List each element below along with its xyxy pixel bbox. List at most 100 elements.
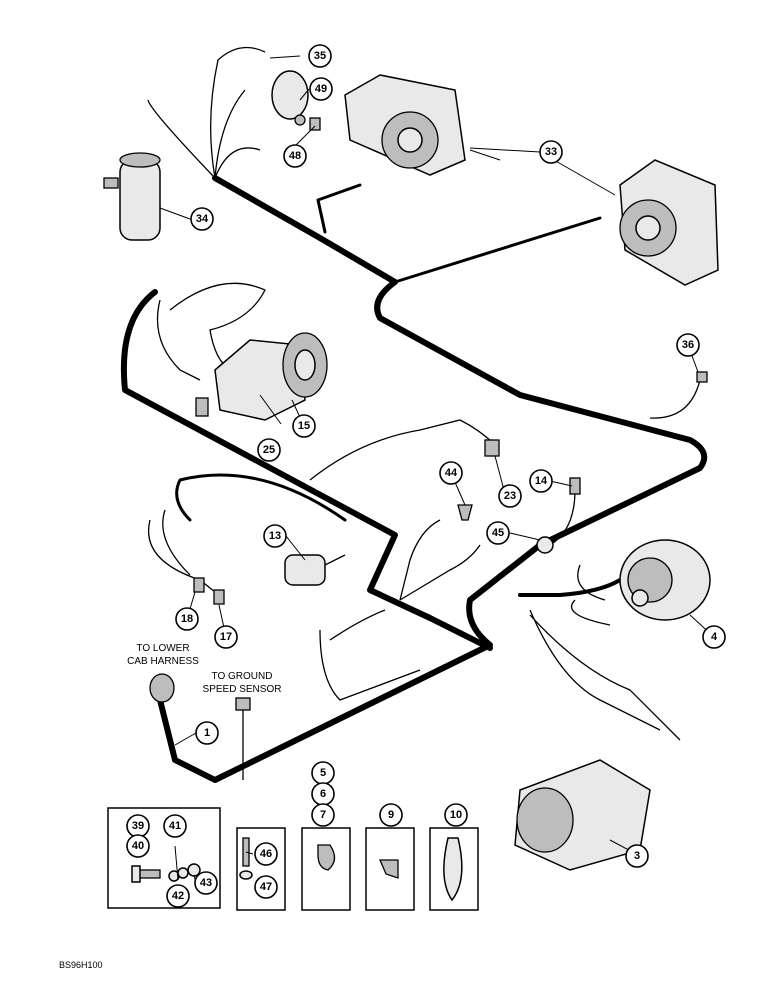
- svg-text:5: 5: [320, 767, 326, 779]
- figure-code: BS96H100: [59, 960, 103, 970]
- svg-text:49: 49: [315, 83, 327, 95]
- harness-right-branch: [518, 578, 622, 597]
- wire-starter: [529, 609, 681, 741]
- svg-text:48: 48: [289, 150, 301, 162]
- washer-41: [177, 867, 189, 879]
- sensor-17: [213, 589, 225, 605]
- lower-cab-connector: [149, 673, 175, 703]
- callout-3: 3: [625, 844, 649, 868]
- wire-36: [649, 379, 701, 419]
- strap-10: [443, 837, 463, 902]
- callout-41: 41: [163, 814, 187, 838]
- svg-text:40: 40: [132, 840, 144, 852]
- svg-text:46: 46: [260, 848, 272, 860]
- svg-text:44: 44: [445, 467, 458, 479]
- harness-33-branch: [393, 216, 602, 284]
- callout-5: 5: [311, 761, 335, 785]
- solenoid-13: [284, 554, 346, 586]
- starter-motor: [514, 759, 651, 871]
- callout-14: 14: [529, 469, 553, 493]
- callout-45: 45: [486, 521, 510, 545]
- connector-36: [696, 371, 708, 383]
- svg-text:4: 4: [711, 631, 718, 643]
- ac-compressor: [214, 332, 328, 421]
- ground-speed-label-line2: SPEED SENSOR: [203, 684, 282, 695]
- callout-49: 49: [309, 77, 333, 101]
- horn-upper: [344, 74, 466, 176]
- wire-14: [549, 489, 576, 546]
- callout-47: 47: [254, 875, 278, 899]
- leader-lines: [159, 55, 715, 884]
- callout-6: 6: [311, 782, 335, 806]
- callout-15: 15: [292, 414, 316, 438]
- callout-17: 17: [214, 625, 238, 649]
- wire-top-cluster: [147, 46, 266, 179]
- bolt-40: [131, 865, 161, 883]
- harness-branch-13: [175, 473, 347, 522]
- harness-top-branch: [316, 183, 362, 234]
- sender-44: [457, 504, 473, 521]
- callout-33: 33: [539, 140, 563, 164]
- callout-10: 10: [444, 803, 468, 827]
- pressure-switch-23: [484, 439, 500, 457]
- callout-48: 48: [283, 144, 307, 168]
- callout-9: 9: [379, 803, 403, 827]
- callout-36: 36: [676, 333, 700, 357]
- sensor-18: [193, 577, 205, 593]
- svg-text:13: 13: [269, 530, 281, 542]
- ground-speed-connector: [235, 697, 251, 711]
- relay-coil: [103, 152, 161, 241]
- svg-text:6: 6: [320, 788, 326, 800]
- callout-39: 39: [126, 814, 150, 838]
- callout-42: 42: [166, 884, 190, 908]
- svg-text:23: 23: [504, 490, 516, 502]
- svg-text:7: 7: [320, 809, 326, 821]
- callout-1: 1: [195, 721, 219, 745]
- main-harness: [157, 175, 708, 783]
- nut-47: [239, 870, 253, 880]
- switch-bracket: [271, 70, 321, 131]
- lower-cab-label-line2: CAB HARNESS: [127, 656, 199, 667]
- svg-text:47: 47: [260, 881, 272, 893]
- callout-44: 44: [439, 461, 463, 485]
- horn-lower: [619, 159, 719, 286]
- svg-text:42: 42: [172, 890, 184, 902]
- svg-text:17: 17: [220, 631, 232, 643]
- svg-text:14: 14: [535, 475, 548, 487]
- svg-text:39: 39: [132, 820, 144, 832]
- wire-alternator: [570, 564, 611, 626]
- wire-17-18: [148, 509, 221, 597]
- svg-text:9: 9: [388, 809, 394, 821]
- callout-13: 13: [263, 524, 287, 548]
- wire-15: [156, 282, 266, 381]
- alternator: [619, 539, 711, 621]
- svg-text:3: 3: [634, 850, 640, 862]
- callout-46: 46: [254, 842, 278, 866]
- callout-18: 18: [175, 607, 199, 631]
- svg-text:45: 45: [492, 527, 504, 539]
- svg-text:25: 25: [263, 444, 275, 456]
- callout-40: 40: [126, 834, 150, 858]
- wire-lower-center: [319, 519, 481, 701]
- lower-cab-label-line1: TO LOWER: [136, 643, 189, 654]
- svg-text:33: 33: [545, 146, 557, 158]
- callout-35: 35: [308, 44, 332, 68]
- sensor-25: [195, 397, 209, 417]
- clip-9: [379, 859, 399, 879]
- svg-text:18: 18: [181, 613, 193, 625]
- callout-25: 25: [257, 438, 281, 462]
- wire-23: [309, 419, 496, 481]
- clip-45: [536, 536, 554, 554]
- svg-text:43: 43: [200, 877, 212, 889]
- callout-7: 7: [311, 803, 335, 827]
- callout-23: 23: [498, 484, 522, 508]
- svg-text:1: 1: [204, 727, 210, 739]
- svg-text:35: 35: [314, 50, 326, 62]
- svg-text:34: 34: [196, 213, 209, 225]
- clip-5-7: [317, 844, 336, 871]
- ground-speed-label-line1: TO GROUND: [212, 671, 273, 682]
- svg-text:15: 15: [298, 420, 310, 432]
- callout-4: 4: [702, 625, 726, 649]
- callout-34: 34: [190, 207, 214, 231]
